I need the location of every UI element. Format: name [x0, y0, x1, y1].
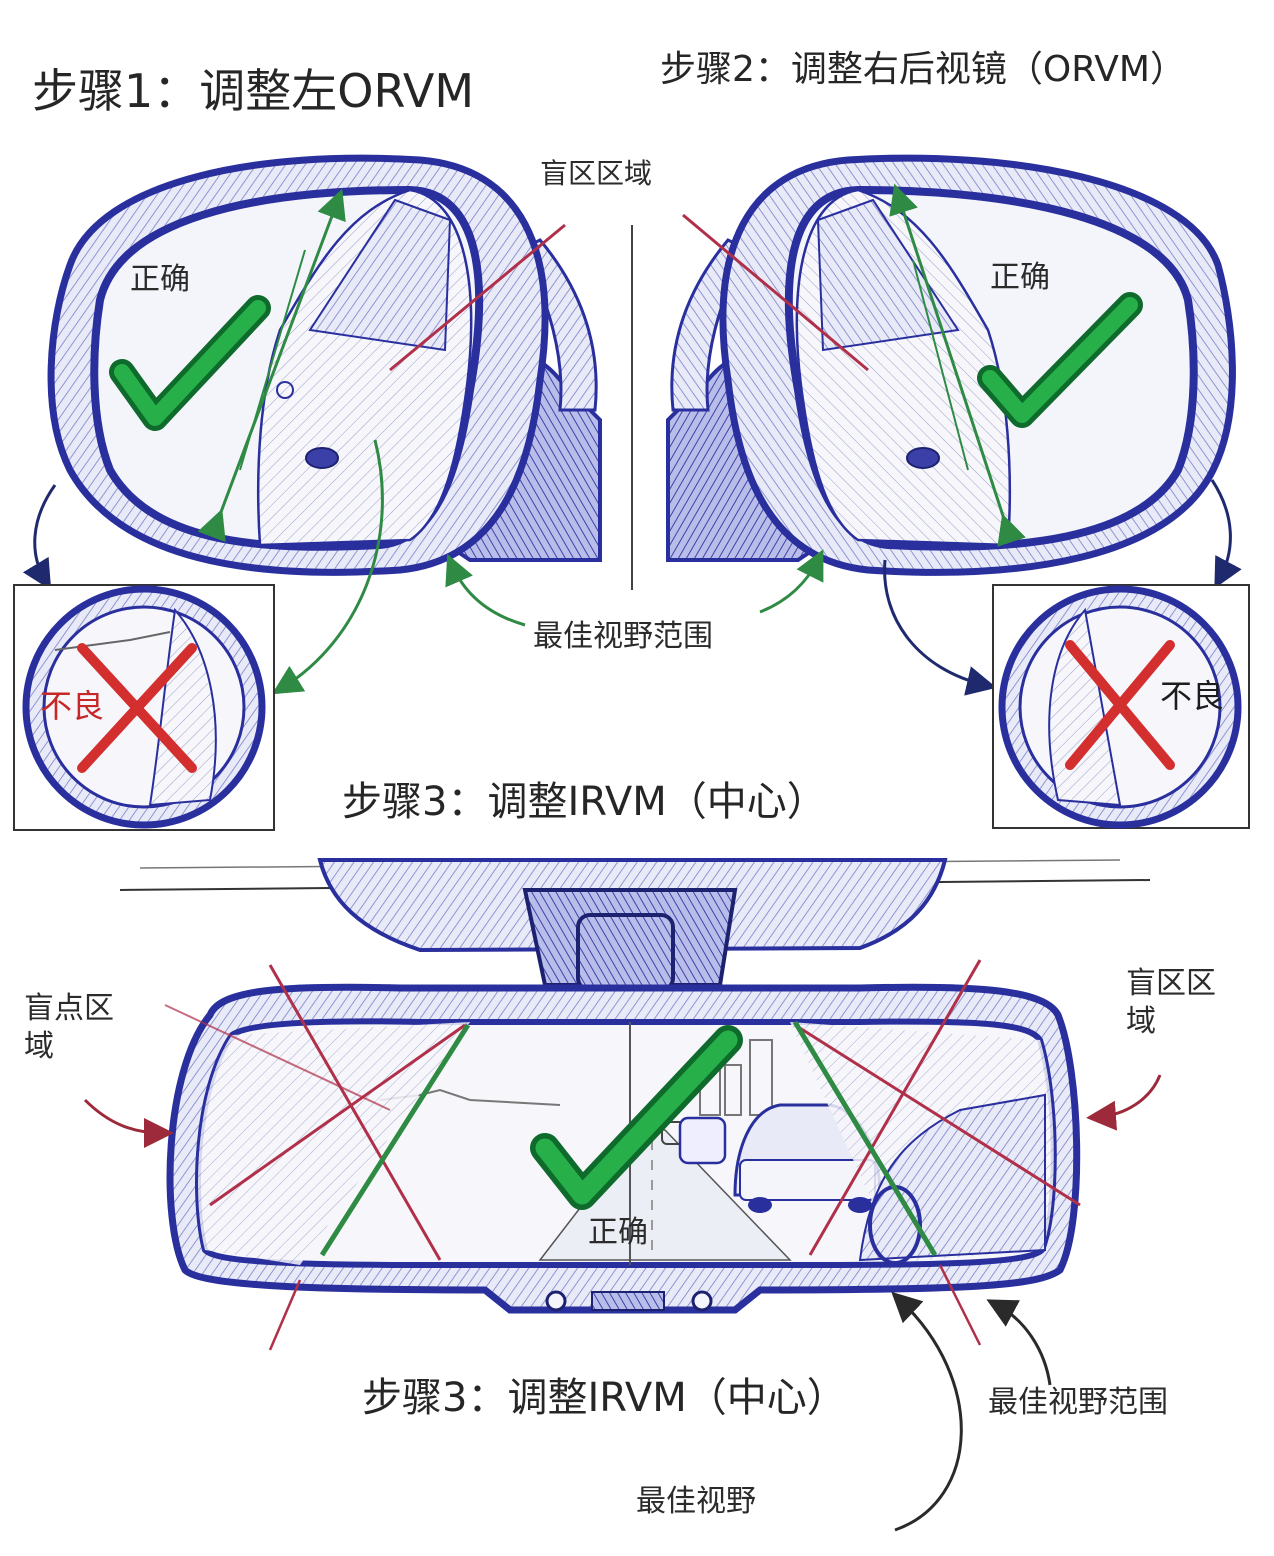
label-blind-spot-left: 盲点区域 [24, 991, 114, 1064]
bad-inset-left [13, 584, 275, 831]
right-side-mirror [666, 154, 1236, 576]
interior-mirror [119, 858, 1151, 1351]
range-arrow-left [197, 188, 346, 543]
title-step1: 步骤1：调整左ORVM [32, 64, 475, 118]
label-best-view-range-top: 最佳视野范围 [533, 619, 713, 654]
label-correct-left: 正确 [130, 262, 190, 297]
check-icon-right [977, 292, 1143, 428]
label-best-view: 最佳视野 [636, 1484, 756, 1519]
title-step3-top: 步骤3：调整IRVM（中心） [342, 779, 827, 825]
label-correct-center: 正确 [588, 1215, 648, 1250]
title-step3-bottom: 步骤3：调整IRVM（中心） [362, 1375, 847, 1421]
bad-inset-right [992, 584, 1250, 829]
label-bad-right: 不良 [1160, 677, 1225, 715]
title-step2: 步骤2：调整右后视镜（ORVM） [660, 49, 1186, 90]
label-best-view-range-bottom: 最佳视野范围 [988, 1385, 1168, 1420]
blind-line-left [389, 223, 566, 372]
label-bad-left: 不良 [40, 687, 105, 725]
label-correct-right: 正确 [990, 260, 1050, 295]
left-side-mirror [47, 154, 602, 576]
label-blind-zone-right: 盲区区域 [1126, 966, 1216, 1039]
label-blind-zone-top: 盲区区域 [540, 157, 653, 190]
